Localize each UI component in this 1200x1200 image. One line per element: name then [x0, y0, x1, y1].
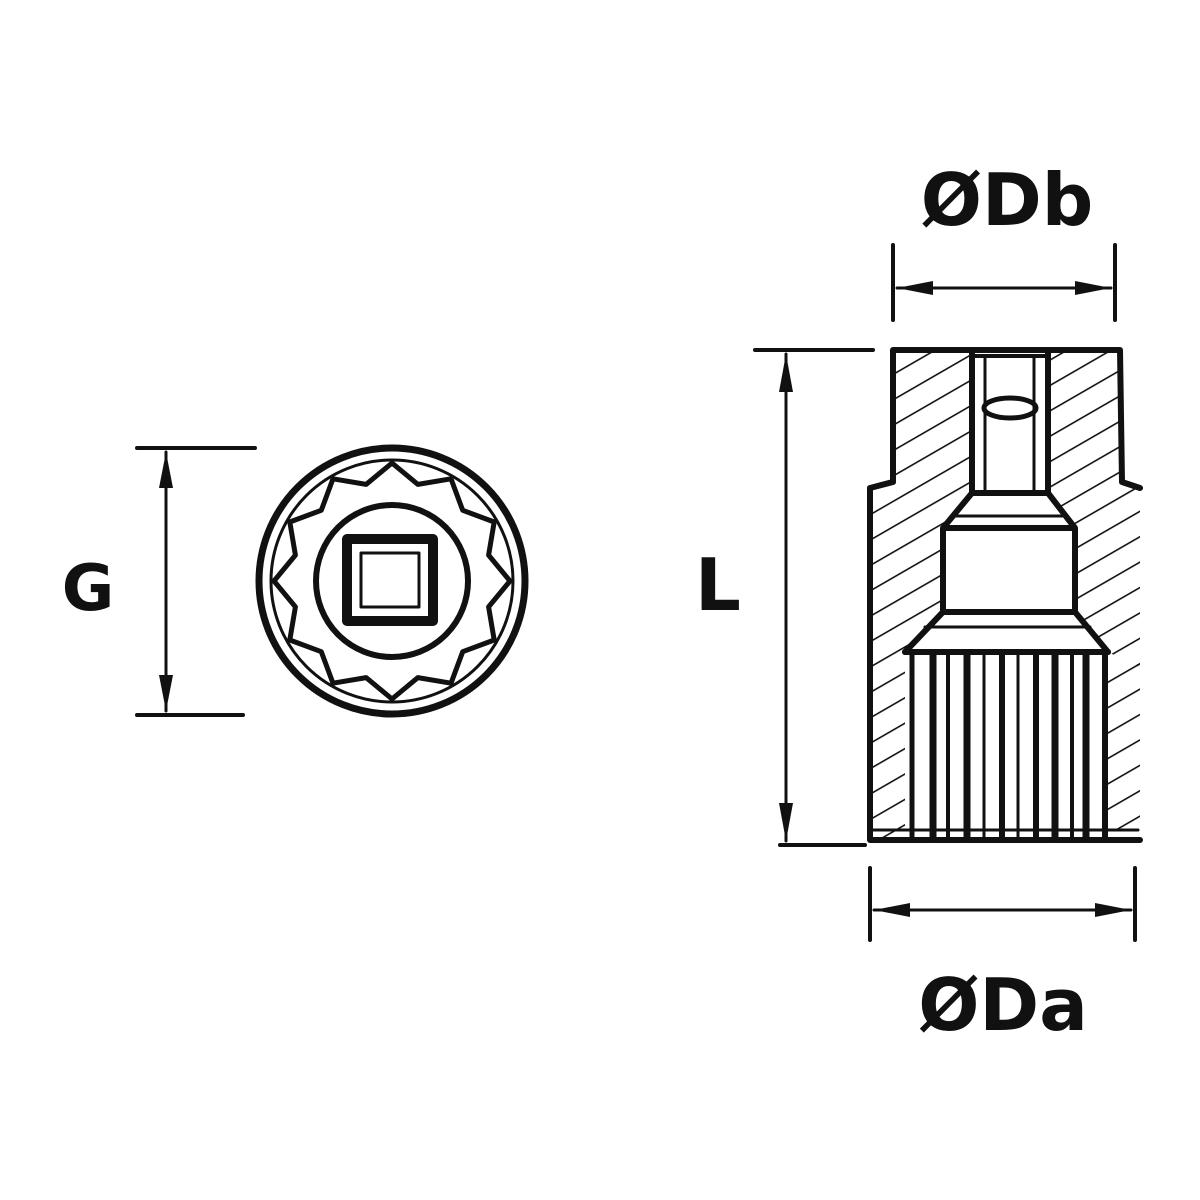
square-drive-inner [359, 551, 421, 609]
bore-flutes [909, 651, 1108, 841]
inner-rim [269, 458, 515, 704]
hatched-wall-right [1048, 350, 1140, 668]
twelve-point-bore [271, 460, 513, 702]
db-label: ØDb [921, 158, 1094, 242]
g-label: G [62, 552, 115, 626]
dimension-db: ØDb [891, 158, 1117, 322]
outer-rim [255, 444, 529, 718]
socket-outline [867, 347, 1143, 843]
da-label: ØDa [918, 963, 1088, 1047]
square-drive-outer [342, 534, 438, 626]
side-section-view [867, 347, 1143, 843]
hatched-wall-left [870, 350, 972, 840]
dimension-l: L [695, 348, 875, 847]
l-label: L [695, 543, 741, 627]
drive-recess-circle [313, 502, 471, 660]
dimension-da: ØDa [868, 866, 1137, 1047]
end-view [255, 444, 529, 718]
dimension-g: G [62, 446, 257, 717]
ball-detent [981, 395, 1039, 421]
